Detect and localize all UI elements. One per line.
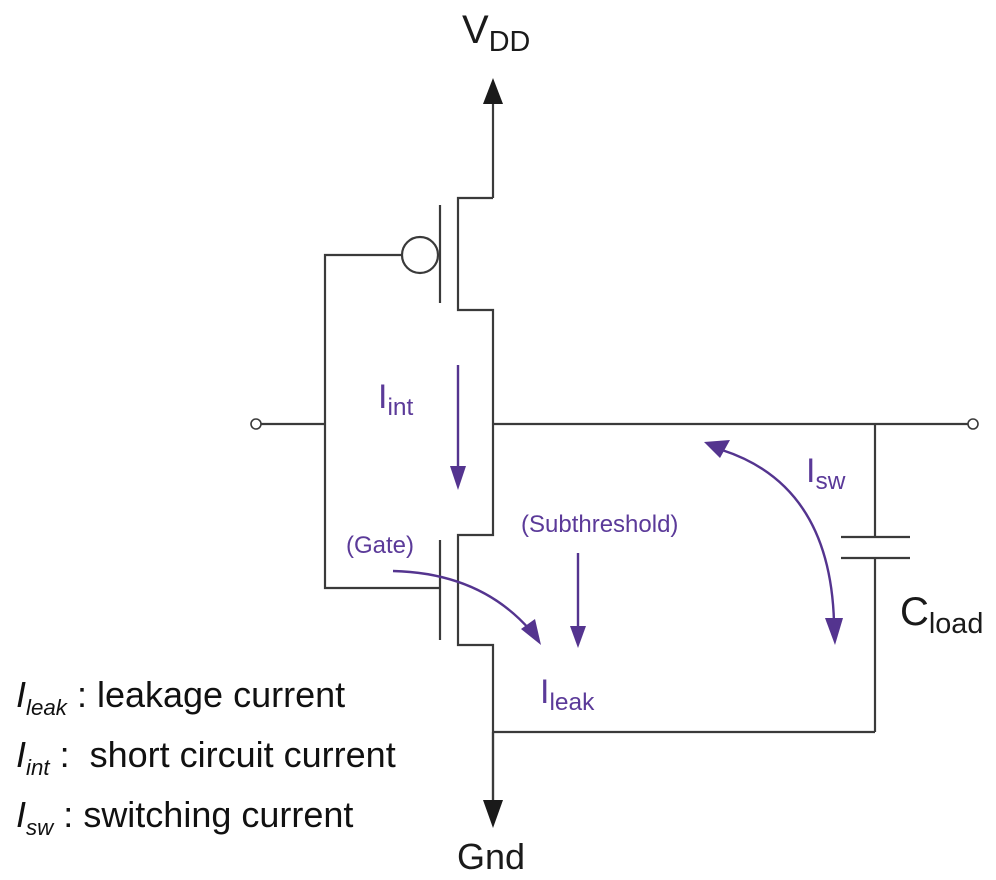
vdd-label: VDD <box>462 8 531 59</box>
cload-label: Cload <box>900 590 984 641</box>
pmos-transistor <box>400 196 495 424</box>
i-int-label: Iint <box>378 378 414 421</box>
load-capacitor <box>493 424 910 734</box>
legend-item-leak: Ileak : leakage current <box>16 674 346 720</box>
gate-label: (Gate) <box>346 532 415 559</box>
i-int-arrow <box>450 365 466 490</box>
gate-leak-arrow <box>392 569 541 645</box>
legend-item-int: Iint : short circuit current <box>16 734 396 780</box>
gnd-rail <box>483 732 503 828</box>
gnd-label: Gnd <box>457 836 526 877</box>
i-leak-label: Ileak <box>540 673 595 716</box>
vdd-rail <box>483 78 503 198</box>
i-sw-arrow <box>704 440 843 645</box>
i-sw-label: Isw <box>806 452 846 495</box>
output-wiring <box>493 418 979 430</box>
legend-item-sw: Isw : switching current <box>16 794 354 840</box>
nmos-transistor <box>438 424 495 800</box>
subthreshold-leak-arrow <box>570 553 586 648</box>
subthreshold-label: (Subthreshold) <box>521 511 679 538</box>
input-wiring <box>250 253 440 590</box>
